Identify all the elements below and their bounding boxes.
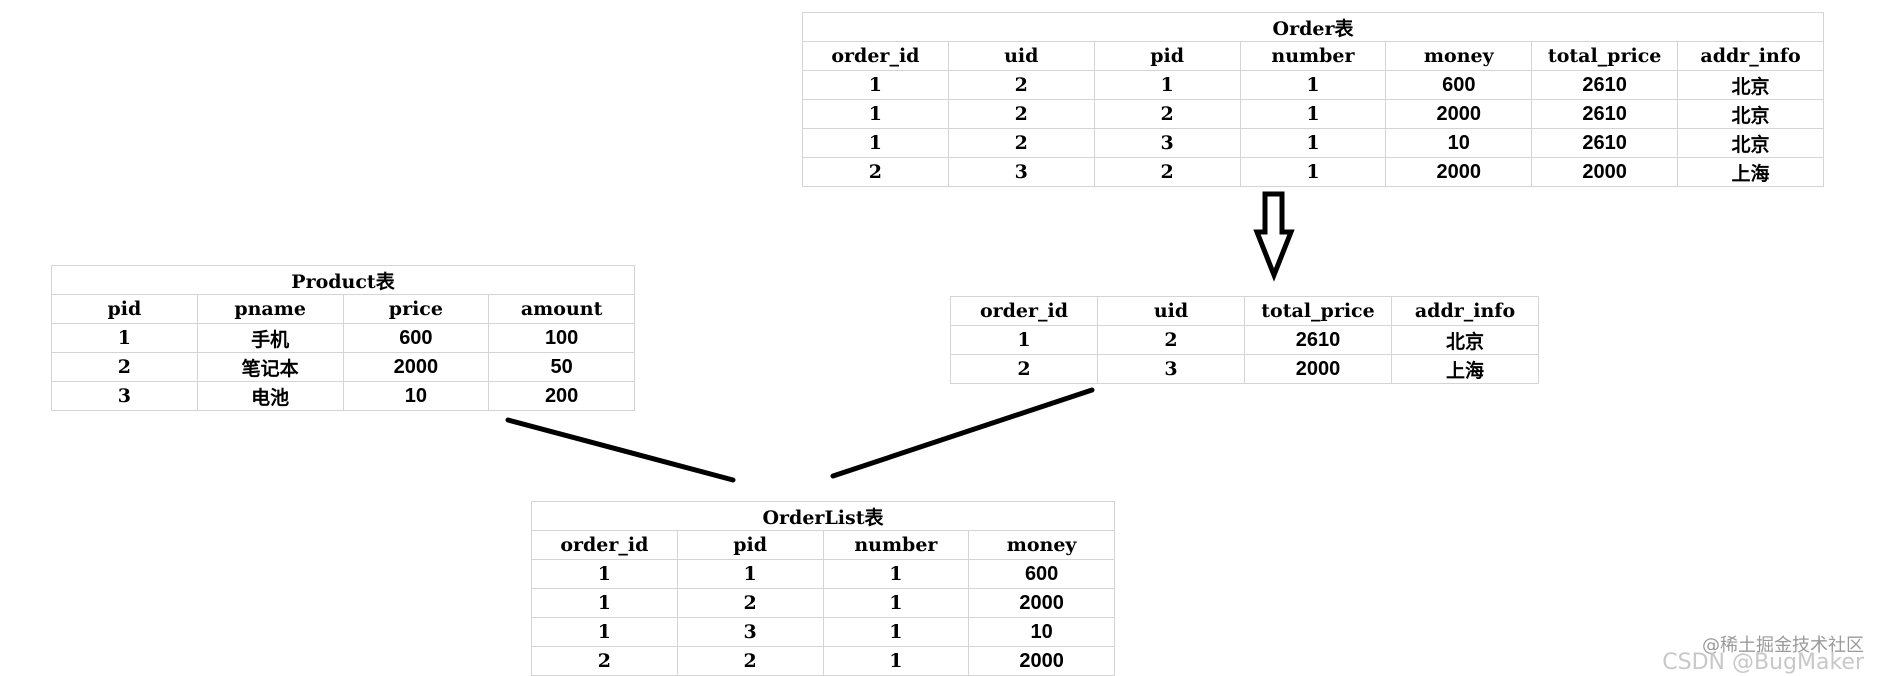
column-header: pname: [196, 294, 344, 324]
table-row: 1 2 2 1 2000 2610 北京: [802, 99, 1824, 129]
table-row: 1 2 1 2000: [531, 588, 1115, 618]
derived-table-header: order_id uid total_price addr_info: [950, 296, 1539, 326]
table-cell: 1: [1239, 128, 1387, 158]
table-row: 1 3 1 10: [531, 617, 1115, 647]
table-cell: 1: [676, 559, 824, 589]
table-cell: 3: [676, 617, 824, 647]
column-header: pid: [1093, 41, 1241, 71]
column-header: uid: [1097, 296, 1245, 326]
watermark: @稀土掘金技术社区: [1702, 635, 1864, 656]
table-cell: 2000: [1385, 99, 1533, 129]
table-cell: 100: [488, 323, 635, 353]
table-cell: 1: [531, 559, 678, 589]
column-header: price: [342, 294, 490, 324]
table-cell: 3: [947, 157, 1095, 187]
table-cell: 2000: [968, 588, 1115, 618]
product-table-header: pid pname price amount: [51, 294, 635, 324]
column-header: total_price: [1531, 41, 1679, 71]
table-cell: 1: [802, 70, 949, 100]
table-row: 2 笔记本 2000 50: [51, 352, 635, 382]
table-cell: 手机: [196, 323, 344, 353]
order-table: Order表 order_id uid pid number money tot…: [802, 12, 1824, 187]
table-cell: 2000: [1244, 354, 1392, 384]
table-cell: 600: [342, 323, 490, 353]
connector-line-product: [505, 417, 736, 483]
table-row: 1 2 3 1 10 2610 北京: [802, 128, 1824, 158]
table-cell: 2610: [1531, 70, 1679, 100]
watermark-secondary: CSDN @BugMaker: [1662, 650, 1864, 675]
table-cell: 2: [947, 70, 1095, 100]
table-cell: 2: [802, 157, 949, 187]
column-header: number: [822, 530, 970, 560]
order-table-title: Order表: [802, 12, 1824, 42]
table-cell: 1: [1093, 70, 1241, 100]
table-cell: 600: [1385, 70, 1533, 100]
table-cell: 1: [822, 588, 970, 618]
table-row: 2 3 2000 上海: [950, 354, 1539, 384]
table-row: 1 2 2610 北京: [950, 325, 1539, 355]
table-cell: 2: [947, 99, 1095, 129]
table-cell: 1: [531, 617, 678, 647]
table-cell: 3: [1093, 128, 1241, 158]
column-header: addr_info: [1391, 296, 1539, 326]
table-row: 1 手机 600 100: [51, 323, 635, 353]
table-cell: 北京: [1677, 70, 1824, 100]
table-cell: 上海: [1677, 157, 1824, 187]
table-cell: 3: [51, 381, 198, 411]
table-cell: 200: [488, 381, 635, 411]
table-cell: 2610: [1531, 99, 1679, 129]
table-cell: 2000: [342, 352, 490, 382]
column-header: money: [968, 530, 1115, 560]
column-header: addr_info: [1677, 41, 1824, 71]
table-cell: 1: [1239, 70, 1387, 100]
table-row: 2 3 2 1 2000 2000 上海: [802, 157, 1824, 187]
table-row: 1 2 1 1 600 2610 北京: [802, 70, 1824, 100]
column-header: order_id: [531, 530, 678, 560]
orderlist-table: OrderList表 order_id pid number money 1 1…: [531, 501, 1115, 676]
table-cell: 北京: [1391, 325, 1539, 355]
table-cell: 2610: [1531, 128, 1679, 158]
connector-line-order: [830, 387, 1095, 479]
table-cell: 2: [950, 354, 1098, 384]
column-header: pid: [51, 294, 198, 324]
table-cell: 10: [342, 381, 490, 411]
product-table: Product表 pid pname price amount 1 手机 600…: [51, 265, 635, 411]
table-cell: 2: [1097, 325, 1245, 355]
down-arrow-icon: [1253, 191, 1295, 282]
table-cell: 2000: [1531, 157, 1679, 187]
derived-order-table: order_id uid total_price addr_info 1 2 2…: [950, 296, 1539, 384]
table-row: 1 1 1 600: [531, 559, 1115, 589]
table-cell: 2000: [1385, 157, 1533, 187]
table-cell: 10: [1385, 128, 1533, 158]
column-header: order_id: [802, 41, 949, 71]
table-cell: 上海: [1391, 354, 1539, 384]
order-table-header: order_id uid pid number money total_pric…: [802, 41, 1824, 71]
table-cell: 电池: [196, 381, 344, 411]
table-cell: 1: [1239, 157, 1387, 187]
table-row: 3 电池 10 200: [51, 381, 635, 411]
